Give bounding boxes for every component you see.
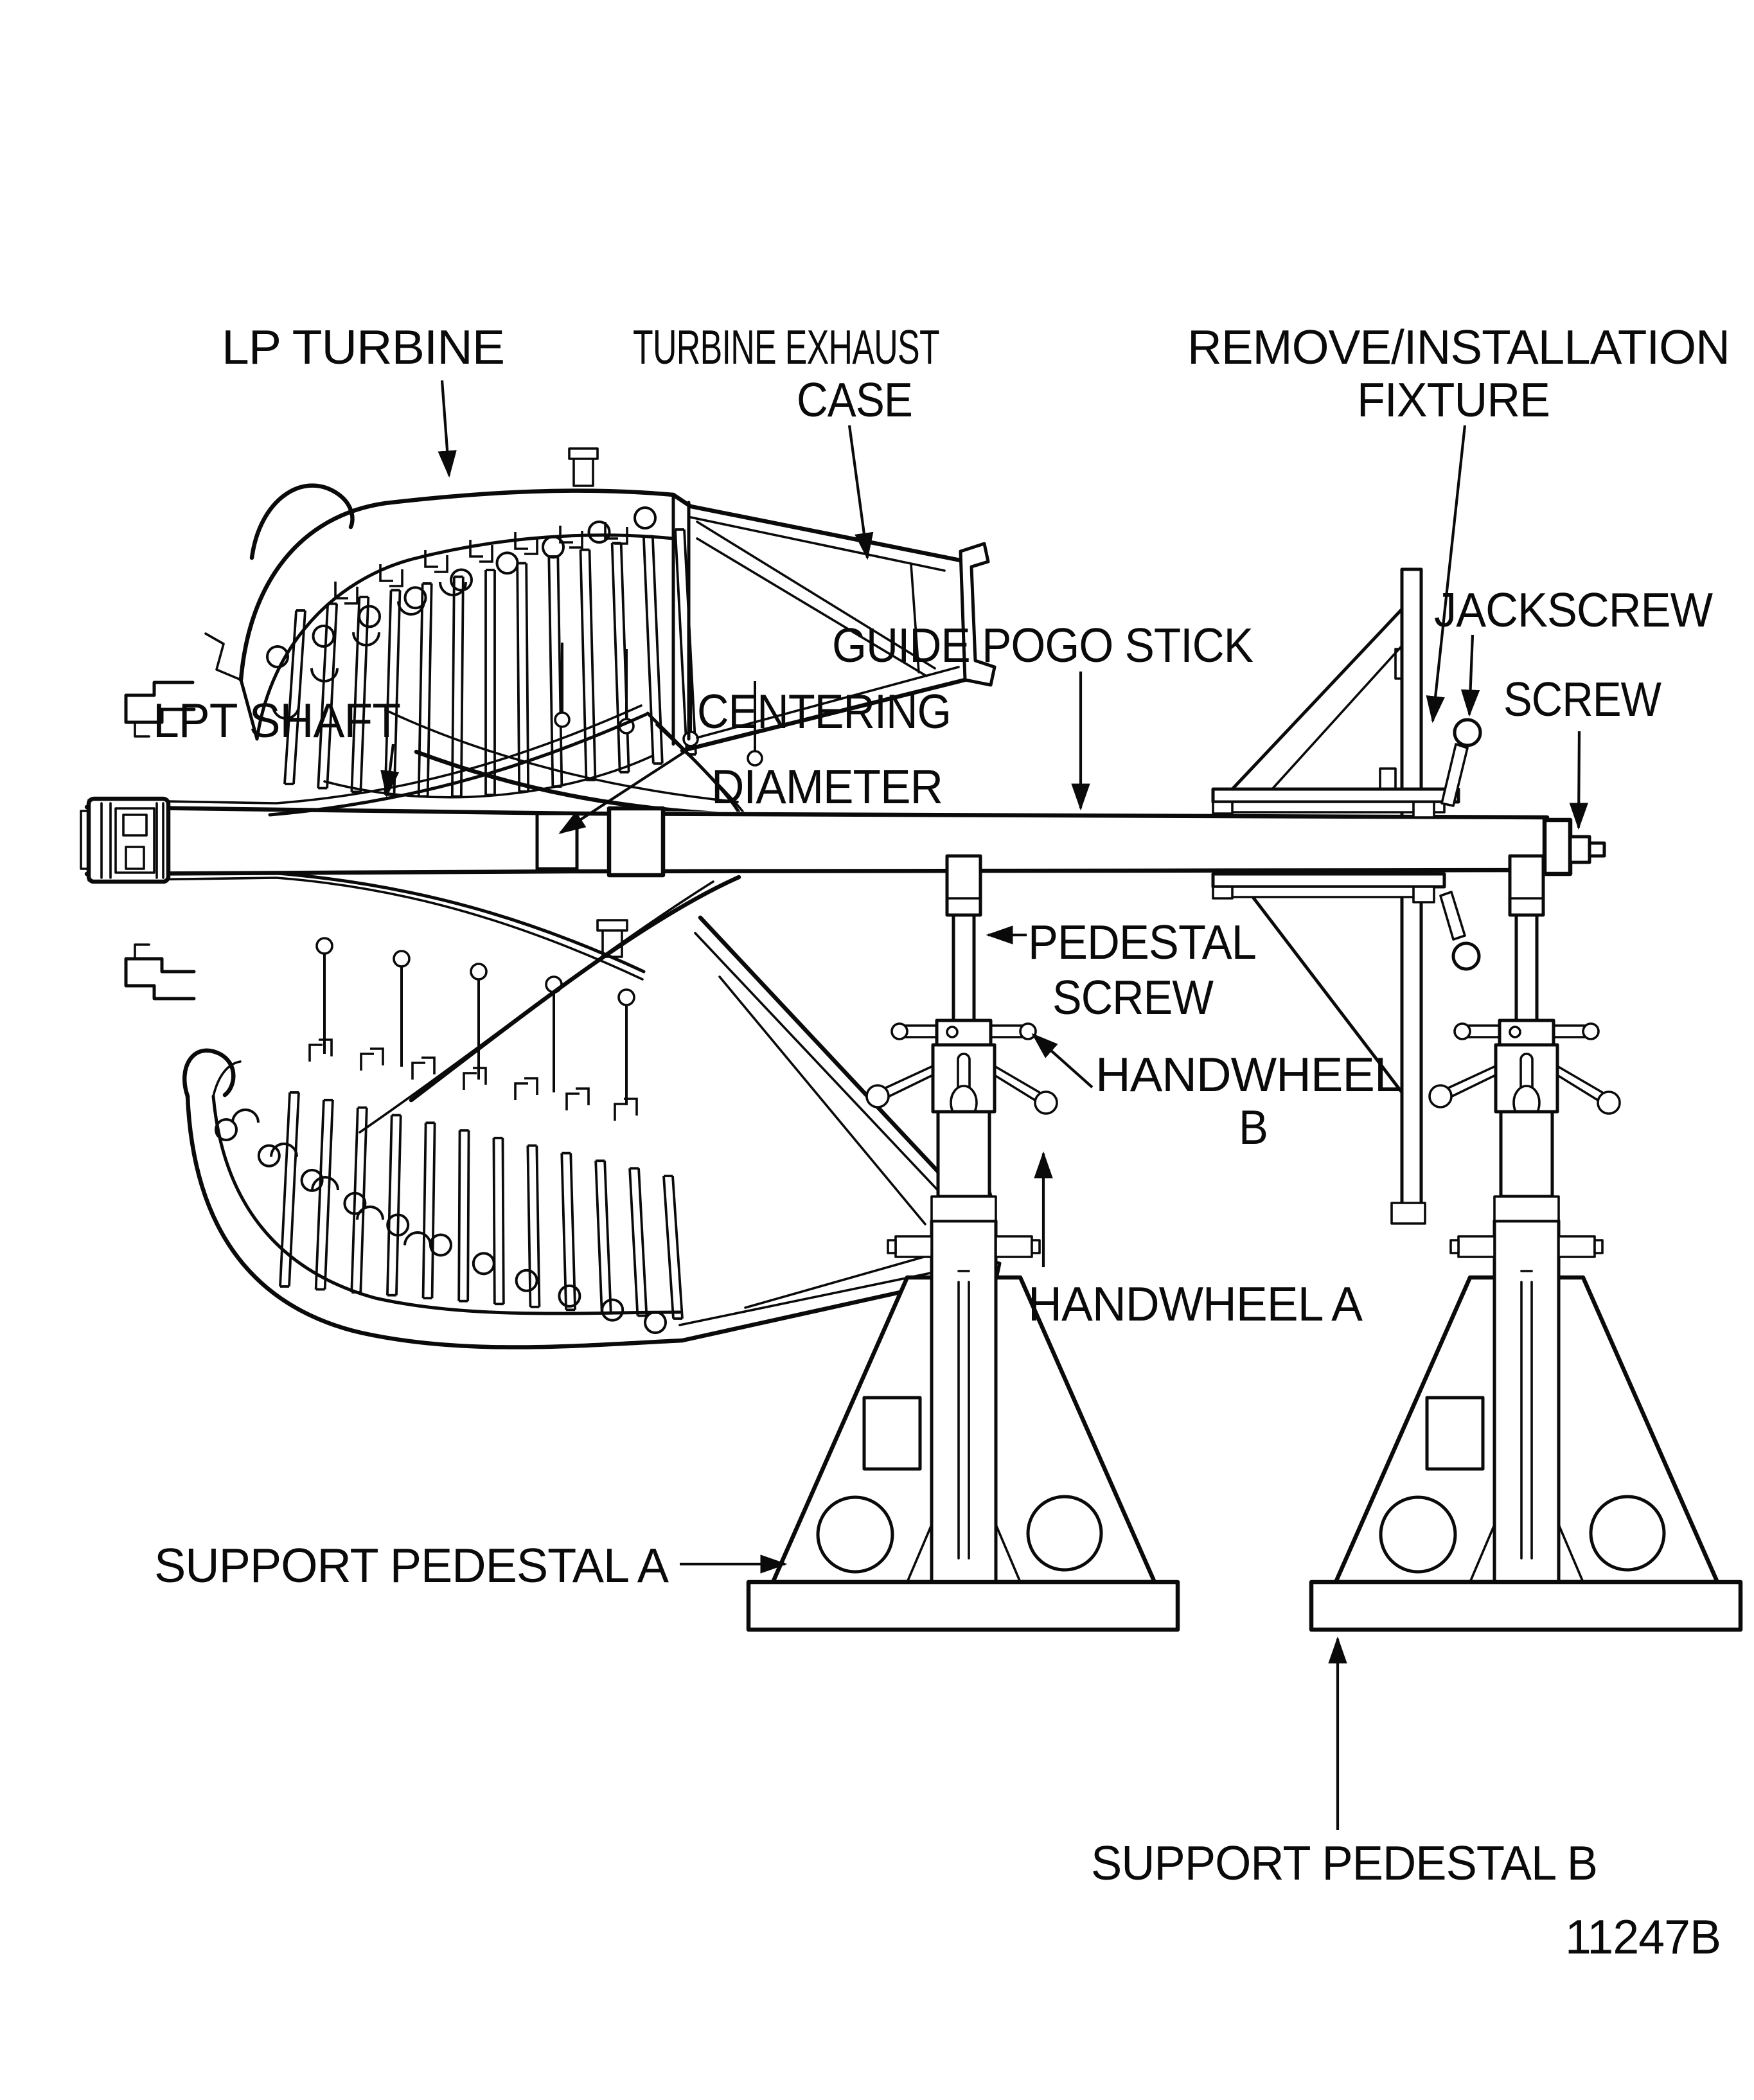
label-support-pedestal-b: SUPPORT PEDESTAL B: [1091, 1836, 1597, 1890]
label-remove-installation-line1: REMOVE/INSTALLATION: [1187, 320, 1730, 374]
callout-labels: LP TURBINE TURBINE EXHAUST CASE REMOVE/I…: [153, 320, 1730, 1964]
turbine-blades-lower: [279, 1091, 684, 1320]
pedestal-screw-a-drawing: [865, 854, 1058, 1222]
case-scallops-lower: [231, 1108, 432, 1246]
guide-pogo-screw-tip: [1542, 817, 1606, 876]
stator-hooks-lower: [308, 1038, 638, 1121]
stator-hooks-upper: [334, 522, 628, 605]
label-screw: SCREW: [1503, 672, 1661, 726]
leader-handwheel-b-arrow: [1031, 1033, 1094, 1089]
leader-case-arrow: [847, 425, 874, 560]
turbine-blades-upper: [283, 528, 697, 798]
fixture-mount-brackets: [1211, 787, 1460, 903]
seal-drips-upper: [554, 643, 763, 767]
label-pedestal-screw-line1: PEDESTAL: [1028, 915, 1256, 969]
label-lpt-shaft: LPT SHAFT: [153, 693, 400, 747]
label-centering-line2: DIAMETER: [711, 760, 943, 814]
seal-drips-lower: [315, 937, 635, 1105]
jackscrew-upper-drawing: [1440, 718, 1482, 807]
label-pedestal-screw-line2: SCREW: [1052, 970, 1214, 1024]
label-turbine-exhaust-line2: CASE: [797, 373, 912, 427]
label-handwheel-b-line1: HANDWHEEL: [1095, 1047, 1401, 1101]
figure-number: 11247B: [1565, 1910, 1721, 1964]
lpt-shaft-drawing: [80, 704, 1550, 981]
label-support-pedestal-a: SUPPORT PEDESTAL A: [154, 1538, 669, 1592]
label-remove-installation-line2: FIXTURE: [1357, 373, 1550, 427]
label-handwheel-b-line2: B: [1239, 1100, 1268, 1154]
leader-lp-turbine-arrow: [438, 380, 457, 478]
label-lp-turbine: LP TURBINE: [222, 320, 504, 374]
label-turbine-exhaust-line1: TURBINE EXHAUST: [633, 320, 939, 374]
pedestal-screw-b-drawing: [1428, 854, 1621, 1222]
label-jackscrew: JACKSCREW: [1434, 583, 1713, 637]
leader-lpt-shaft-arrow: [380, 743, 400, 798]
lp-turbine-upper-drawing: [124, 447, 763, 817]
leader-arrows: [380, 380, 1588, 1830]
label-handwheel-a: HANDWHEEL A: [1028, 1277, 1363, 1331]
label-guide-pogo-stick: GUIDE POGO STICK: [832, 618, 1253, 672]
leader-jackscrew-arrow: [1460, 634, 1480, 717]
lp-turbine-lower-drawing: [124, 875, 741, 1349]
leader-centering-diameter-arrow: [558, 745, 694, 834]
case-bolt-holes-upper: [266, 506, 657, 668]
jackscrew-lower-drawing: [1439, 891, 1481, 971]
support-pedestal-b-drawing: [1309, 1219, 1743, 1632]
label-centering-line1: CENTERING: [697, 684, 951, 738]
support-pedestal-a-drawing: [746, 1219, 1180, 1632]
leader-fixture-arrow: [1426, 425, 1467, 724]
